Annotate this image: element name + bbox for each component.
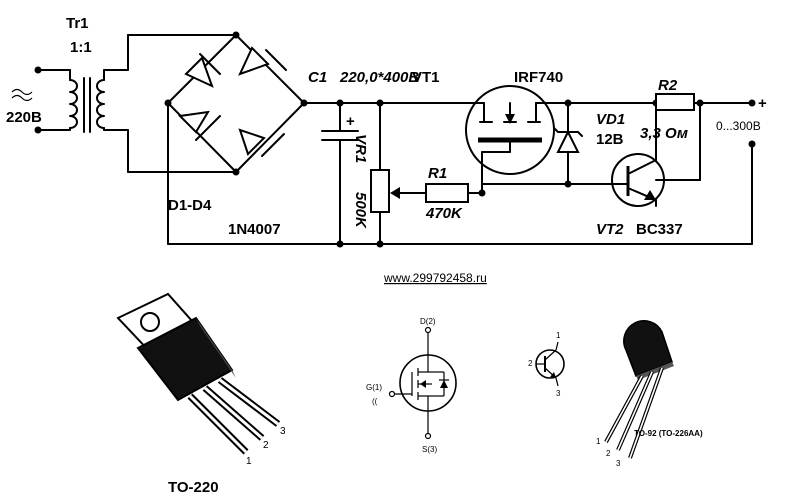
transistor-label: VT2: [596, 221, 624, 238]
r1-value-label: 470K: [425, 205, 463, 222]
transistor-part-label: BC337: [636, 221, 683, 238]
bjt-pinout-symbol: 1 2 3: [528, 331, 565, 398]
capacitor-c1: + C1 220,0*400B: [308, 69, 419, 248]
r1-label: R1: [428, 165, 447, 182]
capacitor-label: C1: [308, 69, 327, 86]
to220-label: TO-220: [168, 479, 219, 496]
output-terminals: + 0...300B: [716, 95, 767, 148]
mos-gate-sub-label: ((: [372, 397, 378, 406]
bridge-diode-label: 1N4007: [228, 221, 281, 238]
to92-package-drawing: 1 2 3 TO-92 (TO-226AA): [596, 320, 703, 468]
mos-source-label: S(3): [422, 445, 437, 454]
transformer-label: Tr1: [66, 15, 89, 32]
to220-package-drawing: 1 2 3 TO-220: [116, 292, 286, 496]
website-label: www.299792458.ru: [383, 271, 487, 285]
to220-pin2: 2: [263, 440, 269, 451]
resistor-r1: R1 470K: [419, 165, 486, 222]
to92-pin3: 3: [616, 459, 621, 468]
transistor-vt2: VT2 BC337: [481, 99, 704, 238]
capacitor-plus: +: [346, 113, 355, 130]
zener-value-label: 12B: [596, 131, 624, 148]
to92-pin2: 2: [606, 449, 611, 458]
bjt-pin1: 1: [556, 331, 561, 340]
mos-gate-label: G(1): [366, 383, 382, 392]
transformer-tr1: Tr1 1:1: [66, 15, 129, 133]
r2-value-label: 3,3 Ом: [640, 125, 688, 142]
zener-label: VD1: [596, 111, 625, 128]
circuit-rails: [167, 102, 753, 245]
r2-label: R2: [658, 77, 678, 94]
mosfet-pinout-symbol: D(2) G(1) (( S(3): [366, 317, 457, 454]
to92-label: TO-92 (TO-226AA): [634, 429, 703, 438]
input-voltage-label: 220B: [6, 109, 42, 126]
pot-label: VR1: [352, 134, 369, 163]
bridge-label: D1-D4: [168, 197, 212, 214]
mos-drain-label: D(2): [420, 317, 436, 326]
to220-pin1: 1: [246, 456, 252, 467]
bjt-pin2: 2: [528, 359, 533, 368]
potentiometer-vr1: VR1 500K: [352, 99, 421, 248]
bjt-pin3: 3: [556, 389, 561, 398]
to92-pin1: 1: [596, 437, 601, 446]
mosfet-vt1: VT1 IRF740: [412, 69, 563, 194]
diode-bridge-d1-d4: D1-D4 1N4007: [127, 31, 308, 238]
output-label: 0...300B: [716, 119, 761, 133]
mosfet-part-label: IRF740: [514, 69, 563, 86]
transformer-ratio-label: 1:1: [70, 39, 92, 56]
output-plus: +: [758, 95, 767, 112]
zener-vd1: VD1 12B: [553, 99, 625, 188]
pot-value-label: 500K: [352, 192, 369, 229]
capacitor-value-label: 220,0*400B: [339, 69, 419, 86]
resistor-r2: R2 3,3 Ом: [640, 77, 695, 142]
mosfet-label: VT1: [412, 69, 440, 86]
to220-pin3: 3: [280, 426, 286, 437]
ac-input: 220B: [6, 66, 71, 134]
